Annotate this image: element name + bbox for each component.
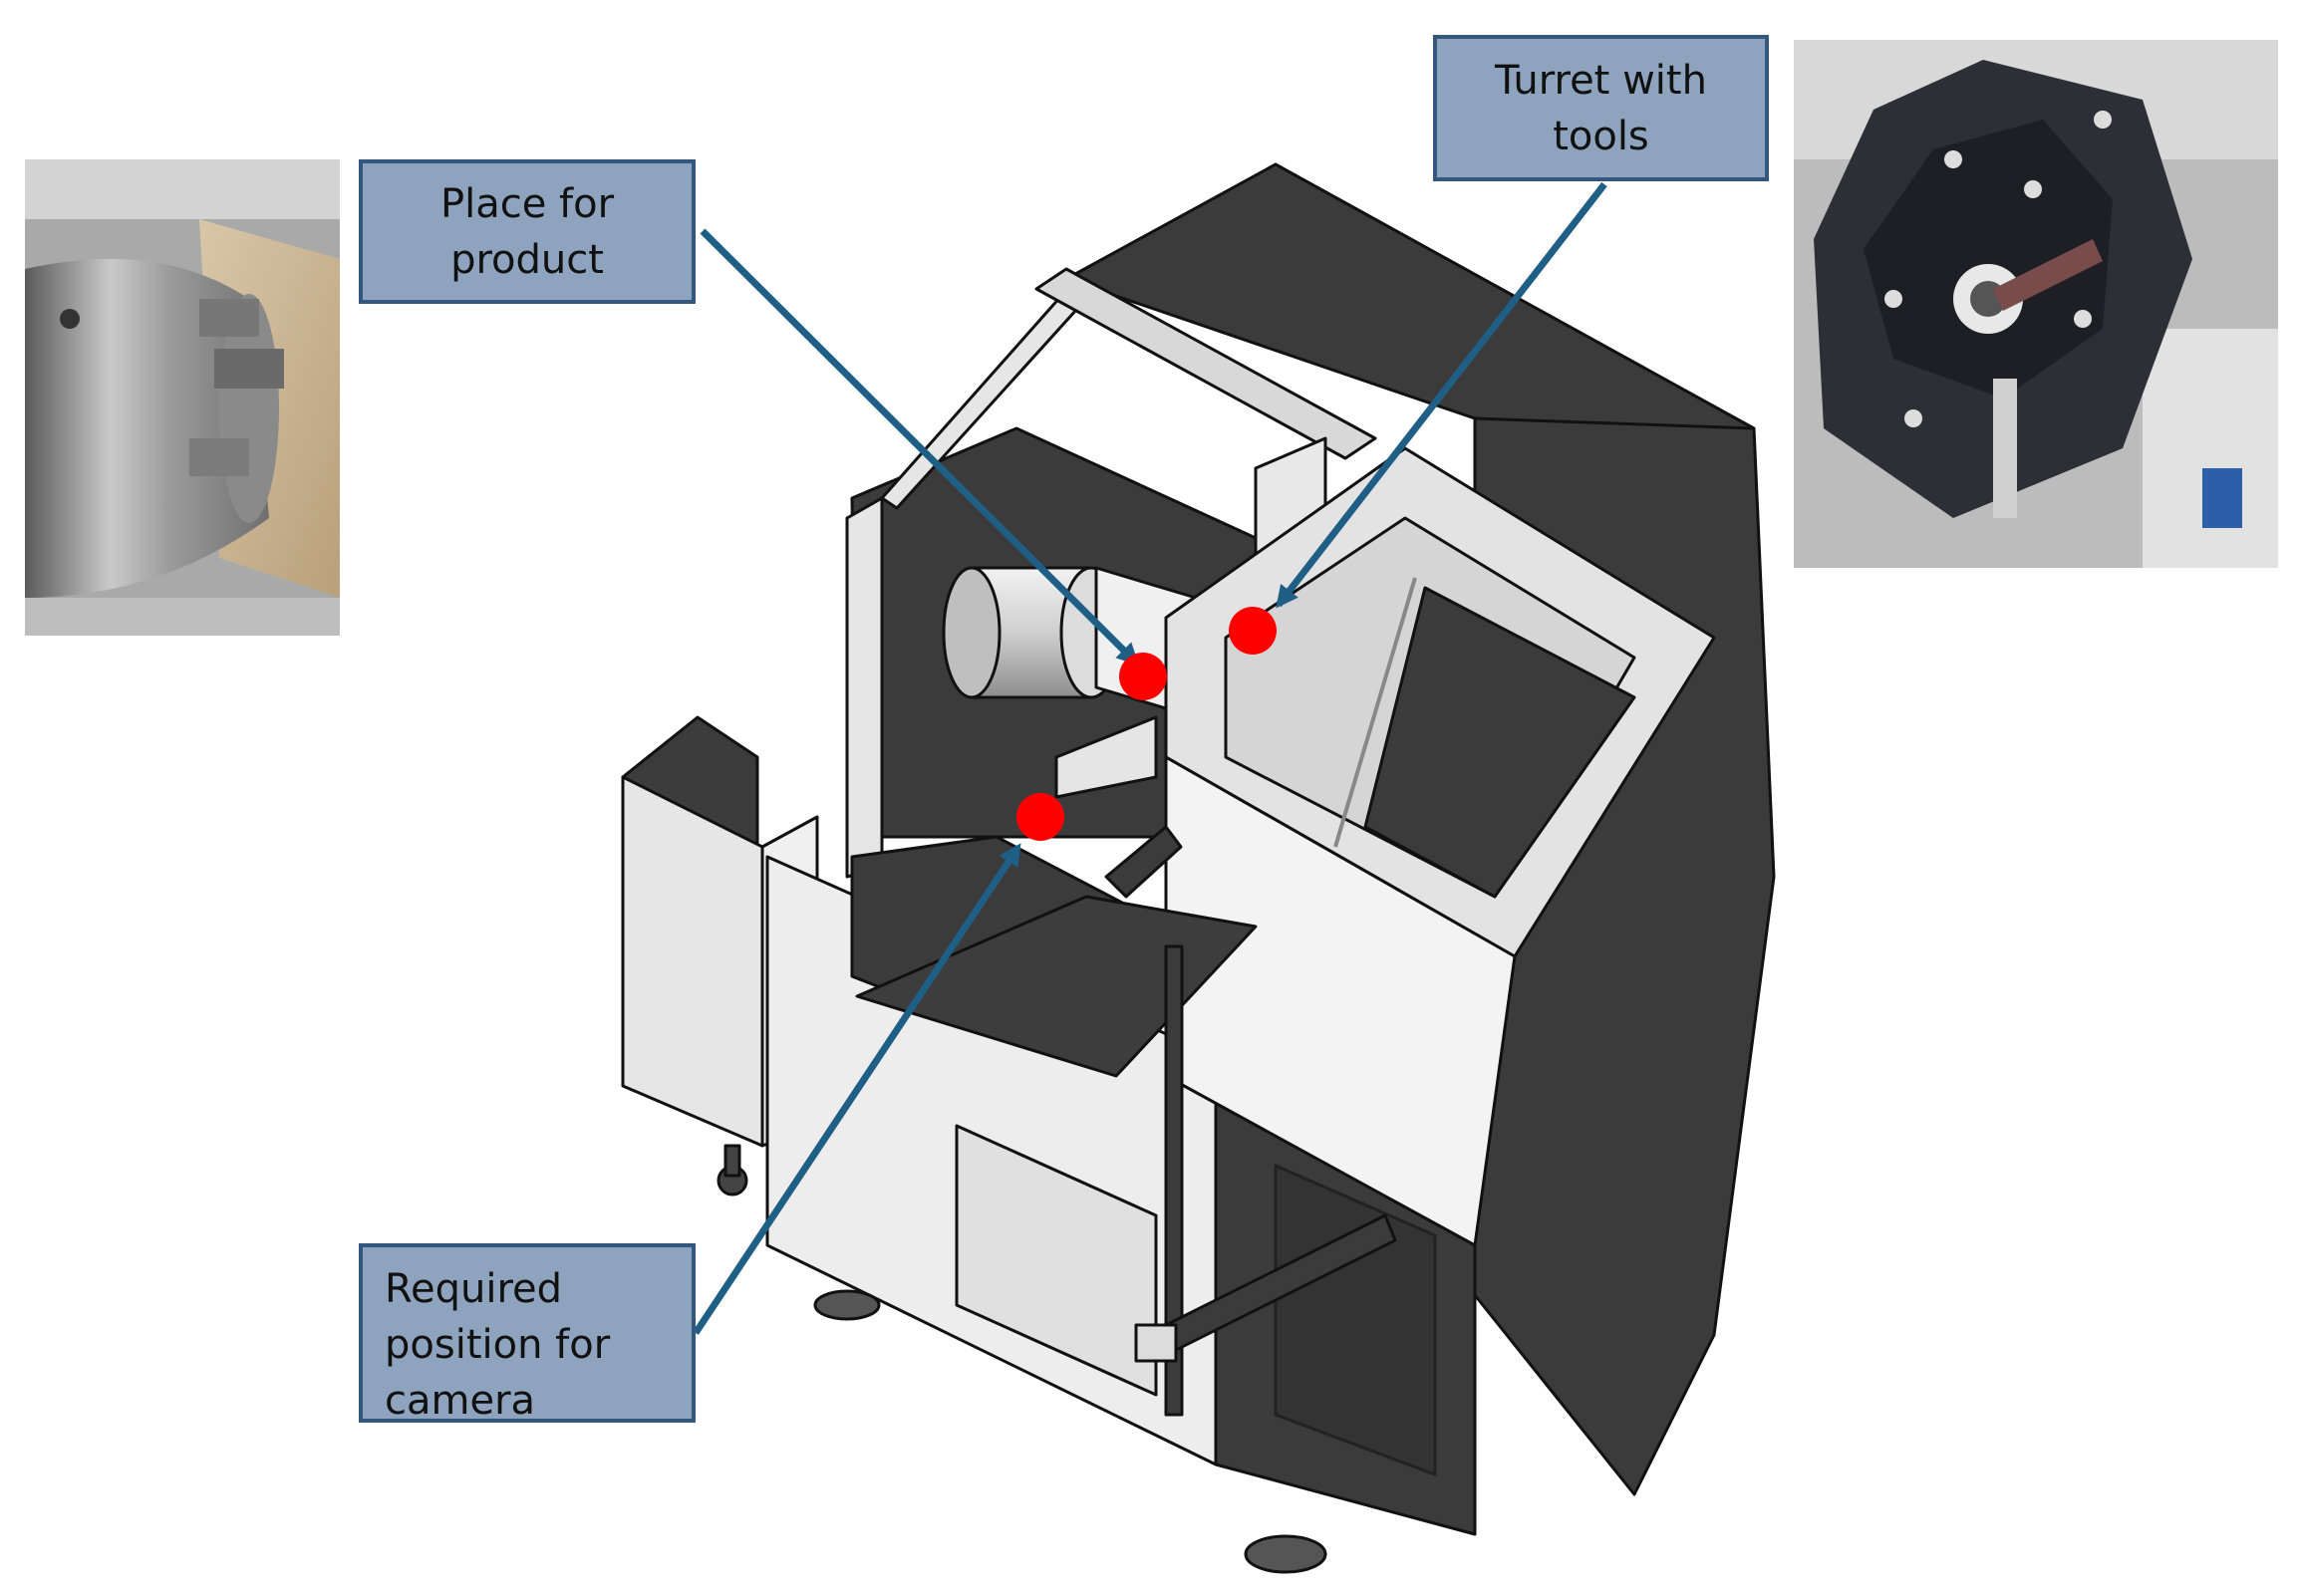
tool-turret-photo <box>1794 40 2278 568</box>
arrow-turret <box>1276 181 1607 609</box>
callout-turret-line-2: tools <box>1553 113 1649 159</box>
marker-turret-point <box>1229 607 1277 655</box>
marker-camera-point <box>1016 793 1064 841</box>
callout-camera-line-2: position for <box>385 1322 611 1368</box>
callout-camera-line-1: Required <box>385 1266 563 1312</box>
callout-camera-line-3: camera <box>385 1378 536 1424</box>
callout-place-for-product: Place for product <box>359 159 696 304</box>
lathe-machine <box>621 162 1776 1574</box>
callout-turret-line-1: Turret with <box>1495 57 1707 104</box>
arrow-product <box>700 228 1140 666</box>
callout-product-line-2: product <box>450 236 604 283</box>
marker-product-point <box>1119 653 1167 700</box>
callout-product-line-1: Place for <box>439 180 615 227</box>
position-markers <box>1016 607 1277 841</box>
arrow-camera <box>693 843 1021 1335</box>
lathe-chuck-photo <box>25 159 340 636</box>
callout-required-position-for-camera: Required position for camera <box>359 1243 696 1424</box>
callout-arrows <box>693 181 1607 1335</box>
callout-turret-with-tools: Turret with tools <box>1433 35 1769 181</box>
